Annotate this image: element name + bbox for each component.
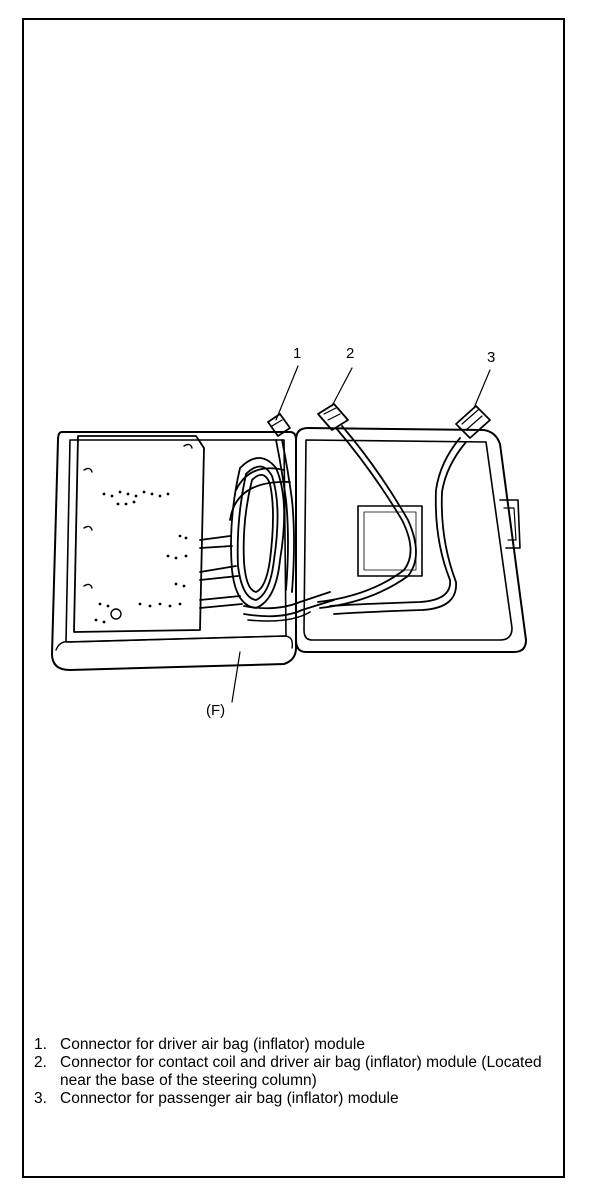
wire-coil	[229, 457, 291, 609]
callout-3-label: 3	[487, 349, 496, 366]
legend-item: 1. Connector for driver air bag (inflato…	[34, 1036, 554, 1054]
case-right-outer	[295, 427, 527, 653]
circuit-board	[73, 435, 205, 633]
connector-1	[267, 413, 291, 437]
legend-item-number: 1.	[34, 1036, 47, 1053]
callout-f-label: (F)	[206, 702, 226, 719]
leader-3	[473, 369, 491, 409]
connector-3	[455, 405, 491, 439]
callout-1-label: 1	[293, 345, 302, 362]
callout-2-label: 2	[346, 345, 355, 362]
legend-item: 3. Connector for passenger air bag (infl…	[34, 1090, 554, 1108]
legend-item-text: Connector for passenger air bag (inflato…	[60, 1090, 399, 1107]
connector-2	[317, 403, 349, 431]
case-left-inner	[65, 439, 287, 643]
case-latch	[499, 499, 521, 549]
legend-item-text: Connector for driver air bag (inflator) …	[60, 1036, 365, 1053]
legend-item-text: Connector for contact coil and driver ai…	[60, 1054, 542, 1089]
legend-list: 1. Connector for driver air bag (inflato…	[34, 1036, 554, 1108]
legend-item-number: 3.	[34, 1090, 47, 1107]
leader-f	[231, 651, 241, 703]
legend-item: 2. Connector for contact coil and driver…	[34, 1054, 554, 1090]
case-left-outer	[51, 431, 297, 671]
leader-2	[331, 367, 353, 407]
lid-label	[357, 505, 423, 577]
diagram-frame	[22, 18, 565, 1178]
case-right-inner	[303, 439, 513, 641]
leader-1	[275, 365, 299, 421]
board-components	[94, 490, 188, 624]
legend-item-number: 2.	[34, 1054, 47, 1071]
